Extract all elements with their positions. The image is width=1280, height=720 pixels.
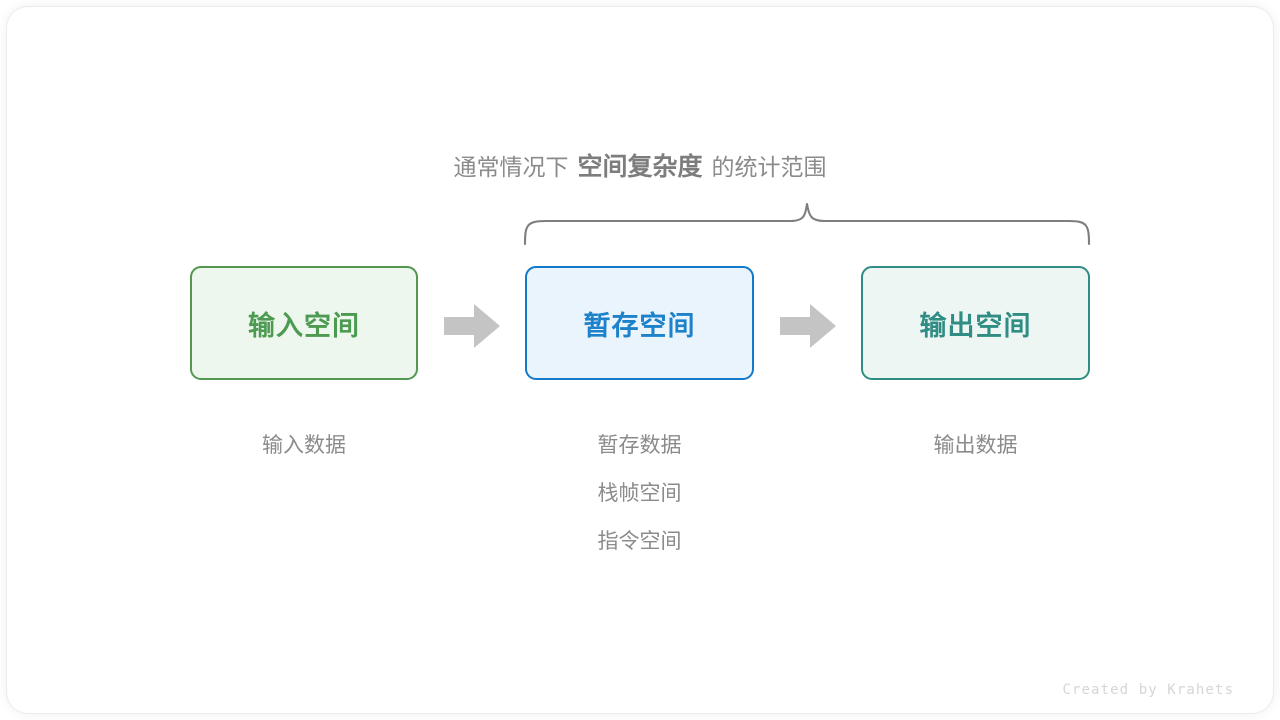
box-input-space-label: 输入空间 bbox=[248, 310, 360, 341]
box-output-space-label: 输出空间 bbox=[919, 310, 1032, 341]
caption-line: 输入数据 bbox=[262, 434, 346, 457]
caption-column-input: 输入数据 bbox=[190, 422, 418, 470]
title-suffix: 的统计范围 bbox=[711, 154, 827, 180]
title-emphasis: 空间复杂度 bbox=[577, 153, 703, 181]
title-prefix: 通常情况下 bbox=[453, 154, 569, 180]
arrow-right-icon bbox=[780, 304, 836, 348]
curly-brace-icon bbox=[523, 202, 1091, 246]
caption-line: 栈帧空间 bbox=[597, 482, 682, 505]
diagram-title: 通常情况下空间复杂度的统计范围 bbox=[0, 150, 1280, 184]
caption-line: 输出数据 bbox=[933, 434, 1018, 457]
box-temp-space-label: 暂存空间 bbox=[583, 310, 696, 341]
box-temp-space[interactable]: 暂存空间 bbox=[525, 266, 754, 380]
box-output-space[interactable]: 输出空间 bbox=[861, 266, 1090, 380]
caption-column-output: 输出数据 bbox=[861, 422, 1090, 470]
caption-column-temp: 暂存数据 栈帧空间 指令空间 bbox=[525, 422, 754, 566]
caption-line: 暂存数据 bbox=[597, 434, 682, 457]
caption-line: 指令空间 bbox=[597, 530, 682, 553]
arrow-right-icon bbox=[444, 304, 500, 348]
box-input-space[interactable]: 输入空间 bbox=[190, 266, 418, 380]
footer-credit: Created by Krahets bbox=[1062, 682, 1234, 698]
